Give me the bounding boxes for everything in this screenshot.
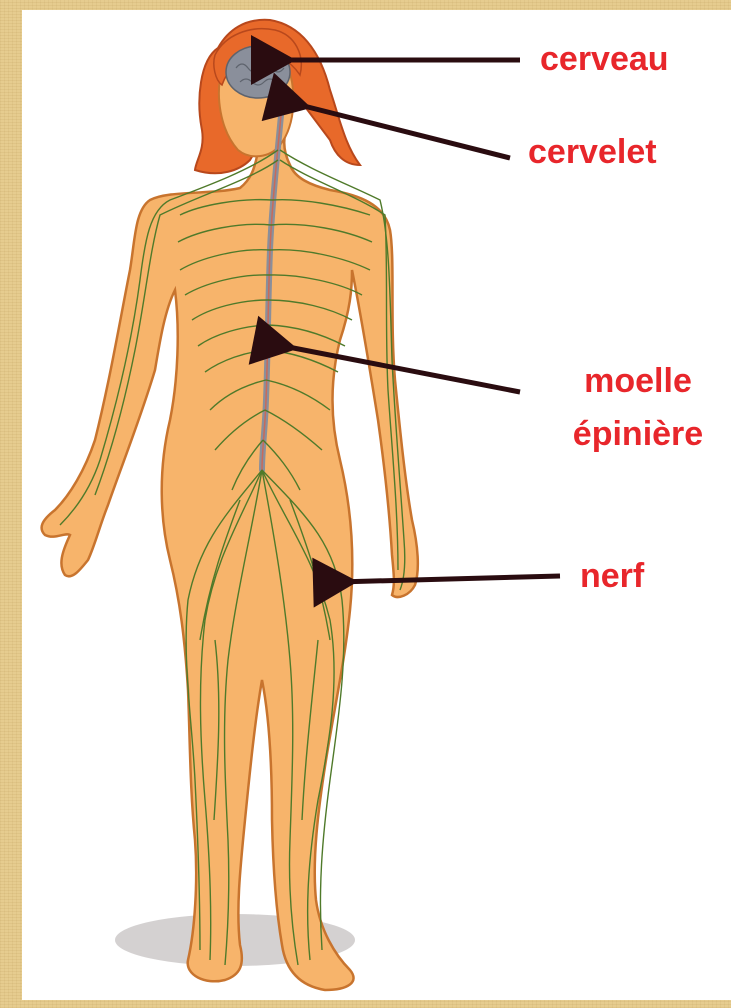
label-nerf: nerf (580, 557, 644, 595)
label-cerveau: cerveau (540, 40, 669, 78)
label-moelle: moelle (553, 362, 723, 400)
body (42, 120, 418, 990)
label-cervelet: cervelet (528, 133, 657, 171)
arrow-nerf (338, 576, 560, 582)
label-epiniere: épinière (553, 415, 723, 453)
